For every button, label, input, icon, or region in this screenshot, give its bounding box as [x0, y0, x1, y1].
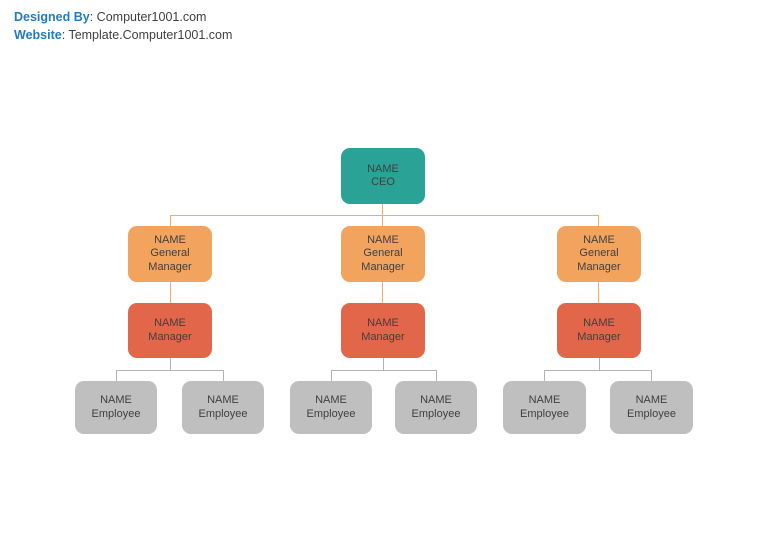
node-text-line: NAME	[154, 317, 186, 329]
org-node-general-manager-3: NAME General Manager	[557, 226, 641, 282]
org-node-employee-3a: NAME Employee	[503, 381, 586, 434]
designed-by-value: Computer1001.com	[96, 10, 207, 24]
node-text-line: NAME	[528, 394, 561, 406]
org-node-ceo: NAME CEO	[341, 148, 425, 204]
node-text-line: Manager	[577, 260, 621, 273]
org-node-general-manager-1: NAME General Manager	[128, 226, 212, 282]
website-row: Website: Template.Computer1001.com	[14, 26, 232, 44]
node-text-line: NAME	[100, 394, 132, 406]
connector-gm3-drop	[598, 215, 599, 226]
org-node-employee-3b: NAME Employee	[610, 381, 693, 434]
org-node-employee-2b: NAME Employee	[395, 381, 477, 434]
node-text-line: Manager	[577, 330, 621, 343]
node-text-line: CEO	[371, 176, 395, 188]
node-text-line: General	[363, 247, 403, 260]
designed-by-label: Designed By	[14, 10, 90, 24]
node-text-line: NAME	[367, 317, 399, 329]
org-node-employee-1a: NAME Employee	[75, 381, 157, 434]
node-text-line: NAME	[315, 394, 347, 406]
connector-emp-bus-1	[116, 370, 224, 371]
node-text-line: NAME	[207, 394, 239, 406]
node-text-line: Employee	[520, 407, 569, 420]
node-text-line: General	[150, 247, 190, 260]
node-text-line: NAME	[635, 394, 668, 406]
connector-emp2b-drop	[436, 370, 437, 381]
org-node-manager-2: NAME Manager	[341, 303, 425, 358]
node-text-line: Employee	[306, 407, 356, 420]
connector-emp1a-drop	[116, 370, 117, 381]
node-text-line: NAME	[420, 394, 452, 406]
org-node-employee-2a: NAME Employee	[290, 381, 372, 434]
connector-emp2a-drop	[331, 370, 332, 381]
designed-by-separator: :	[89, 10, 97, 24]
connector-gm1-to-mgr1	[170, 282, 171, 303]
connector-emp3b-drop	[651, 370, 652, 381]
website-label: Website	[14, 28, 62, 42]
node-text-line: Employee	[411, 407, 461, 420]
website-separator: :	[61, 28, 69, 42]
node-text-line: Manager	[361, 260, 405, 273]
node-text-line: General	[579, 247, 619, 260]
connector-emp-bus-3	[544, 370, 652, 371]
connector-mgr1-drop	[170, 358, 171, 370]
node-text-line: Employee	[91, 407, 141, 420]
connector-mgr2-drop	[383, 358, 384, 370]
connector-gm1-drop	[170, 215, 171, 226]
node-text-line: NAME	[583, 233, 615, 246]
connector-gm-bus	[170, 215, 599, 216]
connector-emp3a-drop	[544, 370, 545, 381]
designed-by-row: Designed By: Computer1001.com	[14, 8, 232, 26]
connector-gm3-to-mgr3	[598, 282, 599, 303]
org-node-manager-3: NAME Manager	[557, 303, 641, 358]
node-text-line: Employee	[198, 407, 248, 420]
node-text-line: Employee	[627, 407, 676, 420]
node-text-line: Manager	[361, 330, 405, 343]
node-text-line: Manager	[148, 330, 192, 343]
node-text-line: Manager	[148, 260, 192, 273]
node-text-line: NAME	[367, 233, 399, 246]
connector-emp1b-drop	[223, 370, 224, 381]
org-node-manager-1: NAME Manager	[128, 303, 212, 358]
credits-header: Designed By: Computer1001.com Website: T…	[14, 8, 232, 44]
node-text-line: NAME	[583, 317, 615, 329]
org-node-general-manager-2: NAME General Manager	[341, 226, 425, 282]
website-value: Template.Computer1001.com	[68, 28, 233, 42]
org-node-employee-1b: NAME Employee	[182, 381, 264, 434]
node-text-line: NAME	[154, 233, 186, 246]
node-text-line: NAME	[367, 162, 399, 175]
connector-mgr3-drop	[599, 358, 600, 370]
connector-gm2-to-mgr2	[382, 282, 383, 303]
connector-emp-bus-2	[331, 370, 437, 371]
